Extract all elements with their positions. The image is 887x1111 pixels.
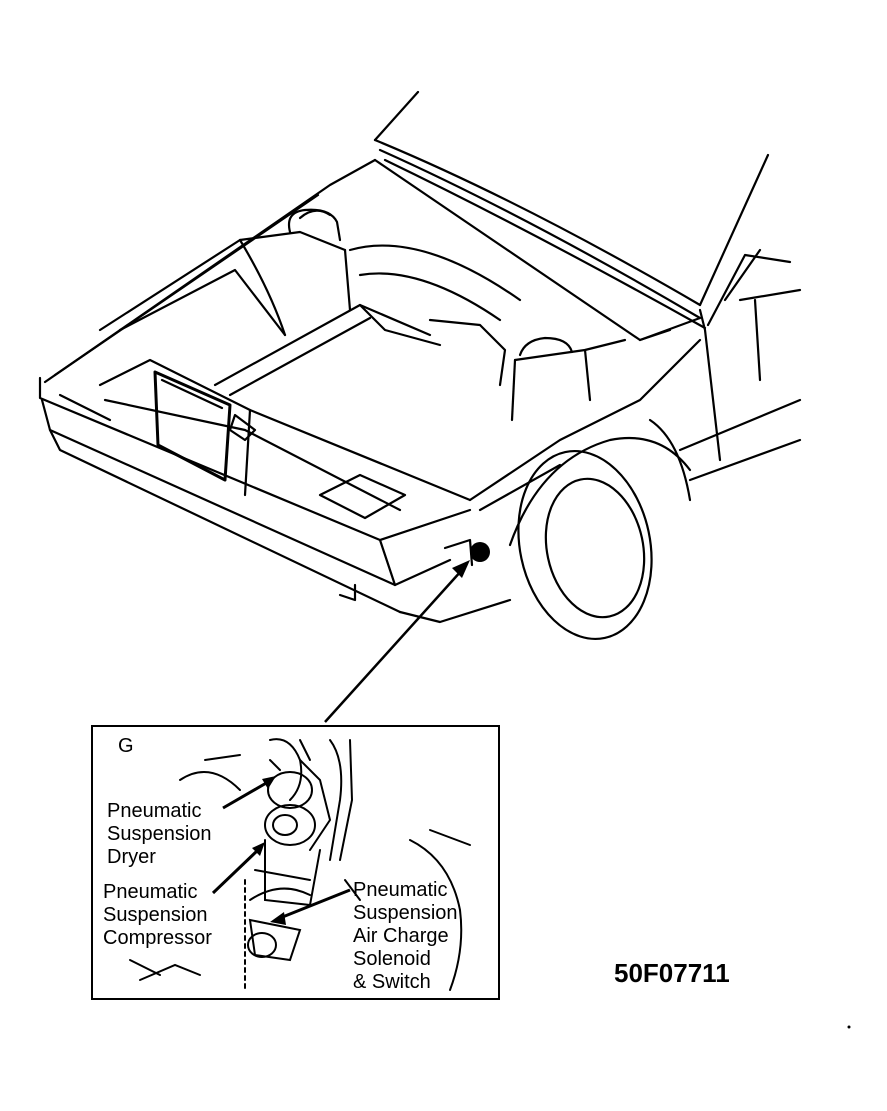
location-arrow [324, 560, 470, 723]
callout-compressor-line-2: Suspension [103, 904, 208, 926]
callout-solenoid: Pneumatic Suspension Air Charge Solenoid… [353, 879, 458, 993]
callout-compressor-line-1: Pneumatic [103, 881, 198, 903]
radiator-support [98, 358, 472, 512]
radiator-panel [153, 370, 232, 482]
car-illustration [38, 90, 802, 641]
right-reservoir [428, 318, 627, 422]
callout-dryer-line-3: Dryer [107, 846, 156, 868]
callout-dryer-line-2: Suspension [107, 823, 212, 845]
callout-arrows [211, 776, 351, 925]
callout-solenoid-line-4: Solenoid [353, 948, 431, 970]
engine-bay-floor [213, 244, 522, 397]
callout-solenoid-line-2: Suspension [353, 902, 458, 924]
callout-dryer-line-1: Pneumatic [107, 800, 202, 822]
inset-letter: G [118, 735, 134, 757]
front-bumper [38, 376, 512, 624]
callout-solenoid-line-5: & Switch [353, 971, 431, 993]
right-fender [468, 298, 802, 512]
front-wheel [508, 436, 692, 641]
callout-solenoid-line-3: Air Charge [353, 925, 449, 947]
inset-frame [91, 725, 500, 1000]
inset-component-sketch [129, 738, 471, 991]
figure-code: 50F07711 [614, 958, 730, 988]
stray-dot [847, 1025, 851, 1029]
hood [373, 90, 770, 330]
engine-bay-rim [43, 158, 702, 384]
component-location-dot [470, 542, 490, 562]
headlamp-block [318, 473, 407, 520]
callout-compressor: Pneumatic Suspension Compressor [103, 881, 212, 949]
callout-solenoid-line-1: Pneumatic [353, 879, 448, 901]
left-reservoir [118, 208, 352, 337]
callout-dryer: Pneumatic Suspension Dryer [107, 800, 212, 868]
windshield [706, 248, 802, 327]
inset-detail: G [91, 725, 500, 1000]
callout-compressor-line-3: Compressor [103, 927, 212, 949]
